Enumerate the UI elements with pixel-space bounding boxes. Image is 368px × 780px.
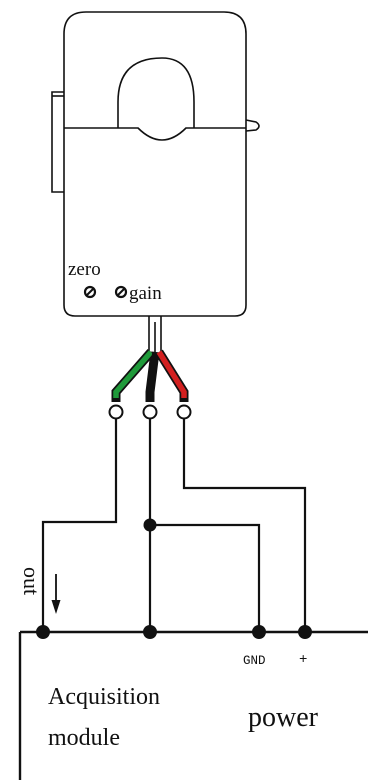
junctions bbox=[36, 518, 312, 639]
ground-branch-wire bbox=[150, 523, 261, 632]
out-junction-dot bbox=[36, 625, 50, 639]
out-label: out bbox=[19, 567, 44, 595]
acquisition-label: Acquisition bbox=[48, 684, 160, 710]
red-lead bbox=[156, 350, 187, 398]
sensor-right-latch bbox=[245, 119, 260, 132]
red-terminal bbox=[176, 404, 192, 420]
black-terminal bbox=[142, 404, 158, 420]
sensor-left-latch bbox=[51, 91, 64, 193]
plus-label: + bbox=[299, 652, 307, 668]
gain-label: gain bbox=[129, 283, 162, 304]
power-label: power bbox=[248, 702, 319, 733]
black-lead bbox=[147, 351, 158, 398]
sensor-body bbox=[63, 128, 247, 317]
zero-label: zero bbox=[68, 259, 101, 280]
gnd-junction-dot bbox=[252, 625, 266, 639]
gnd-label: GND bbox=[243, 654, 266, 668]
zero-potentiometer bbox=[83, 285, 97, 299]
wiring bbox=[41, 419, 307, 632]
ground-module-dot bbox=[143, 625, 157, 639]
out-arrow bbox=[51, 574, 61, 614]
gain-potentiometer bbox=[114, 285, 128, 299]
ground-junction-dot bbox=[143, 518, 157, 532]
module-label: module bbox=[48, 725, 120, 751]
green-terminal bbox=[108, 404, 124, 420]
current-sensor bbox=[51, 11, 260, 352]
output-wire bbox=[41, 419, 118, 632]
sensor-leads bbox=[111, 349, 189, 402]
sensor-upper-clamp bbox=[63, 11, 247, 128]
sensor-aperture bbox=[117, 57, 195, 128]
sensor-clamp-seam bbox=[64, 127, 246, 141]
plus-junction-dot bbox=[298, 625, 312, 639]
power-wire bbox=[182, 419, 307, 632]
green-lead bbox=[113, 350, 154, 398]
